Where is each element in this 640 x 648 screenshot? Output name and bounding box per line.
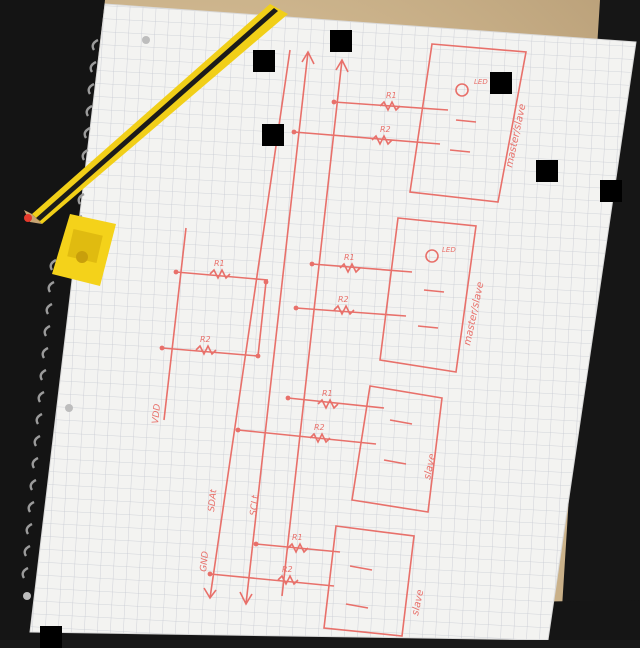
label-led-mid: LED — [442, 246, 456, 254]
label-r2-slave2: R2 — [282, 565, 293, 574]
label-scl: SCLt — [249, 494, 261, 516]
label-box-slave1: slave — [422, 453, 438, 481]
redaction-block — [600, 180, 622, 202]
label-r1-mid: R1 — [344, 253, 355, 262]
label-r2-left: R2 — [200, 335, 211, 344]
punch-hole — [23, 592, 31, 600]
label-r1-left: R1 — [214, 259, 225, 268]
label-vdd: VDD — [151, 403, 163, 424]
label-sda: SDAt — [207, 489, 219, 513]
redaction-block — [262, 124, 284, 146]
label-r2-slave1: R2 — [314, 423, 325, 432]
redaction-block — [253, 50, 275, 72]
pencil — [24, 4, 288, 224]
redaction-block — [490, 72, 512, 94]
circuit-drawing — [161, 43, 527, 637]
label-gnd: GND — [199, 551, 211, 573]
label-r1-slave2: R1 — [292, 533, 303, 542]
label-led-top: LED — [474, 78, 488, 86]
background-top-left — [0, 0, 105, 640]
punch-hole — [142, 36, 150, 44]
redaction-block — [40, 626, 62, 648]
spiral-binding — [21, 38, 99, 579]
redaction-block — [536, 160, 558, 182]
label-r1-top: R1 — [386, 91, 397, 100]
label-r2-mid: R2 — [338, 295, 349, 304]
circuit-junctions — [159, 99, 337, 577]
notebook-page — [29, 3, 637, 640]
background-right — [560, 0, 640, 640]
label-r2-top: R2 — [380, 125, 391, 134]
label-box-slave2: slave — [410, 589, 426, 617]
punch-hole — [65, 404, 73, 412]
redaction-block — [330, 30, 352, 52]
label-r1-slave1: R1 — [322, 389, 333, 398]
pencil-sharpener — [52, 214, 116, 286]
